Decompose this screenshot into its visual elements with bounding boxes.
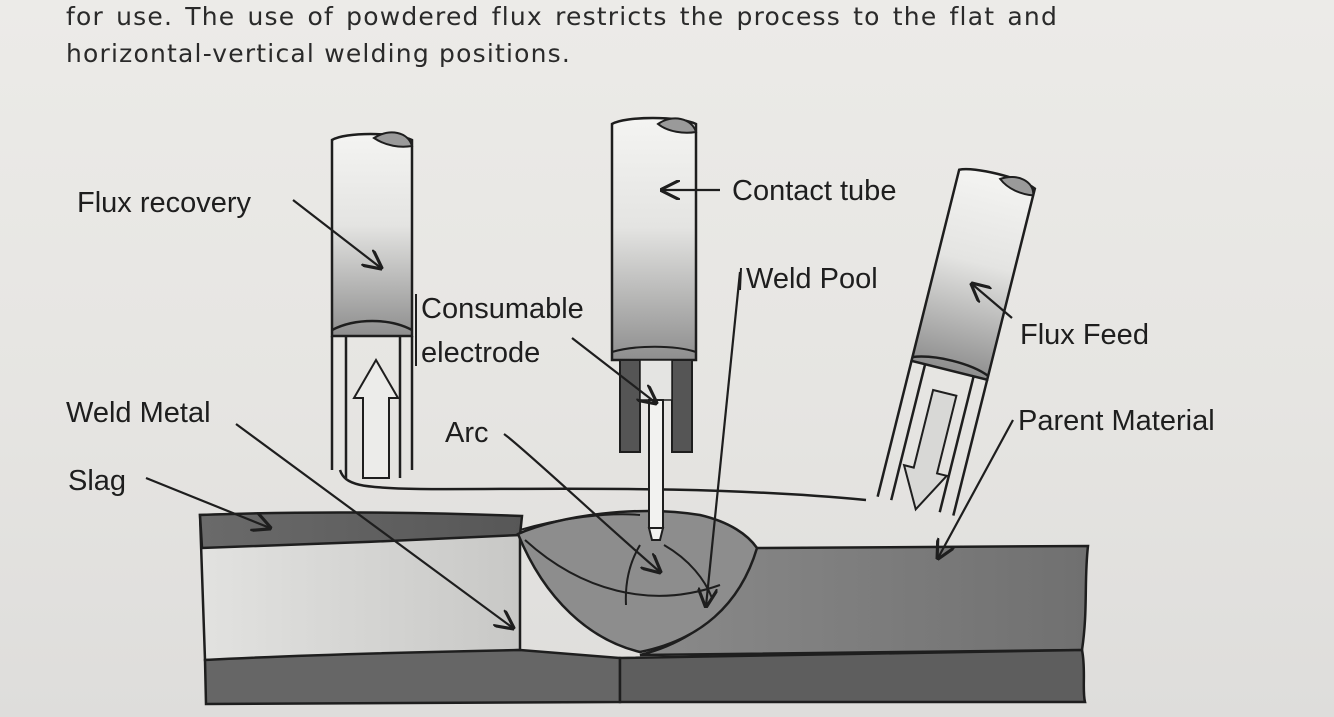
label-contact-tube: Contact tube: [732, 175, 896, 207]
leader-lines: [145, 190, 1014, 628]
paragraph-line-1: for use. The use of powdered flux restri…: [66, 2, 1059, 31]
weld-metal: [516, 509, 759, 654]
label-flux-feed: Flux Feed: [1020, 319, 1149, 351]
label-slag: Slag: [68, 465, 126, 497]
flux-feed-tube: [876, 167, 1037, 516]
flux-surface-line: [338, 469, 867, 502]
weld-pool-tick: [739, 267, 742, 291]
label-consumable: Consumable: [421, 293, 584, 325]
label-electrode: electrode: [421, 337, 540, 369]
label-flux-recovery: Flux recovery: [77, 187, 252, 219]
label-weld-pool: Weld Pool: [746, 263, 878, 295]
label-weld-metal: Weld Metal: [66, 397, 211, 429]
paragraph-line-2: horizontal-vertical welding positions.: [66, 39, 572, 68]
flux-recovery-tube: [330, 131, 414, 479]
label-parent-material: Parent Material: [1018, 405, 1215, 437]
consumable-electrode: [647, 399, 665, 541]
label-arc: Arc: [445, 417, 489, 449]
parent-material-plate: [198, 512, 1090, 706]
